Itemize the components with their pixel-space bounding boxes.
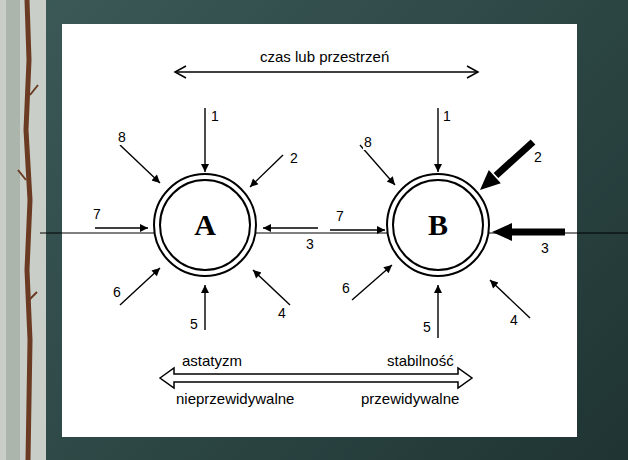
influence-arrow [330,108,530,338]
system-circle: A [151,171,259,279]
callout-number: 7 [92,207,102,222]
callout-number: 1 [210,109,220,124]
title-label: czas lub przestrzeń [259,49,390,65]
decor-branch [18,85,38,300]
callout-number: 2 [289,151,299,166]
slide-panel [62,24,577,437]
callout-number: 6 [341,281,351,296]
scale-label: stabilność [386,353,455,369]
strong-influence-arrow [480,142,565,241]
circle-label: A [192,210,218,240]
scale-label: nieprzewidywalne [175,391,295,407]
decor-strip [6,0,20,460]
callout-number: 6 [112,285,122,300]
axis-line [40,233,628,234]
callout-number: 5 [189,317,199,332]
scale-label: przewidywalne [360,391,460,407]
callout-number: 7 [335,209,345,224]
callout-number: 4 [509,313,519,328]
time-space-arrow [175,66,478,78]
circle-label: B [426,210,450,240]
system-circle: B [384,171,492,279]
decor-strip [0,0,46,460]
callout-number: 8 [363,135,373,150]
callout-number: 3 [305,237,315,252]
callout-number: 1 [442,109,452,124]
callout-number: 3 [540,241,550,256]
callout-number: 4 [277,306,287,321]
callout-number: 2 [533,150,543,165]
callout-number: 5 [422,320,432,335]
scale-label: astatyzm [181,353,243,369]
decor-branch [26,0,30,460]
callout-number: 8 [117,130,127,145]
influence-arrow [95,108,318,330]
scale-arrow [160,368,472,388]
